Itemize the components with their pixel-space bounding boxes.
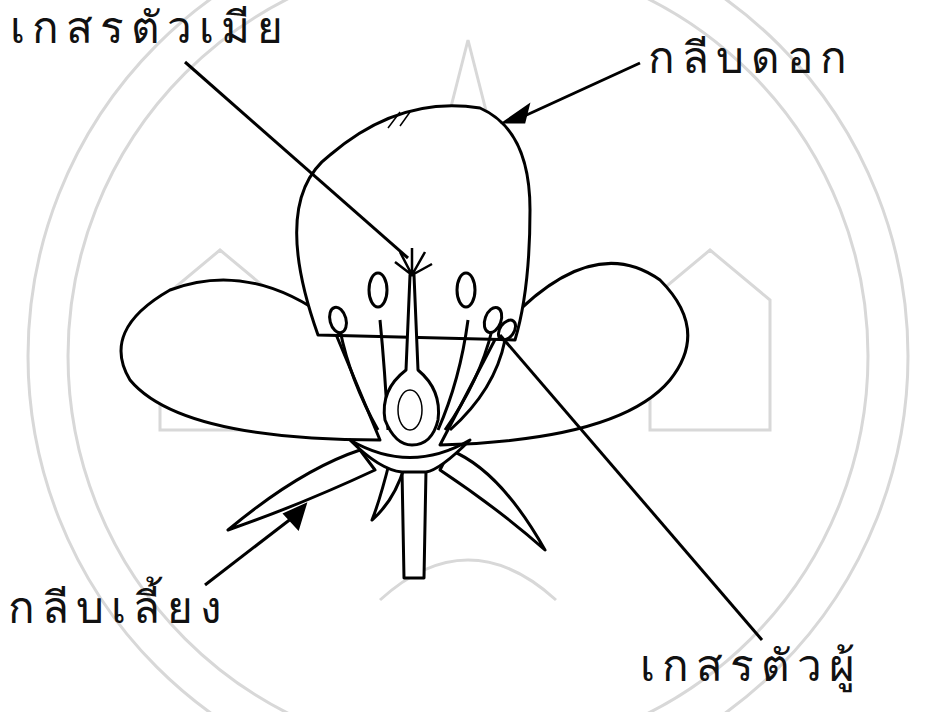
leader-line bbox=[185, 62, 408, 258]
flower bbox=[121, 106, 688, 578]
stem bbox=[402, 470, 426, 578]
part-label: เกสรตัวเมีย bbox=[10, 2, 290, 55]
part-label: กลีบดอก bbox=[648, 32, 854, 85]
leader-line bbox=[520, 63, 640, 118]
part-label: เกสรตัวผู้ bbox=[640, 640, 862, 693]
leader-lines bbox=[185, 62, 762, 640]
arrow-head bbox=[505, 106, 528, 122]
leader-line bbox=[205, 518, 292, 585]
part-label: กลีบเลี้ยง bbox=[8, 582, 228, 635]
arrow-head bbox=[285, 505, 305, 528]
leader-line bbox=[500, 335, 762, 640]
sepal bbox=[228, 450, 375, 530]
sepal bbox=[440, 450, 545, 550]
